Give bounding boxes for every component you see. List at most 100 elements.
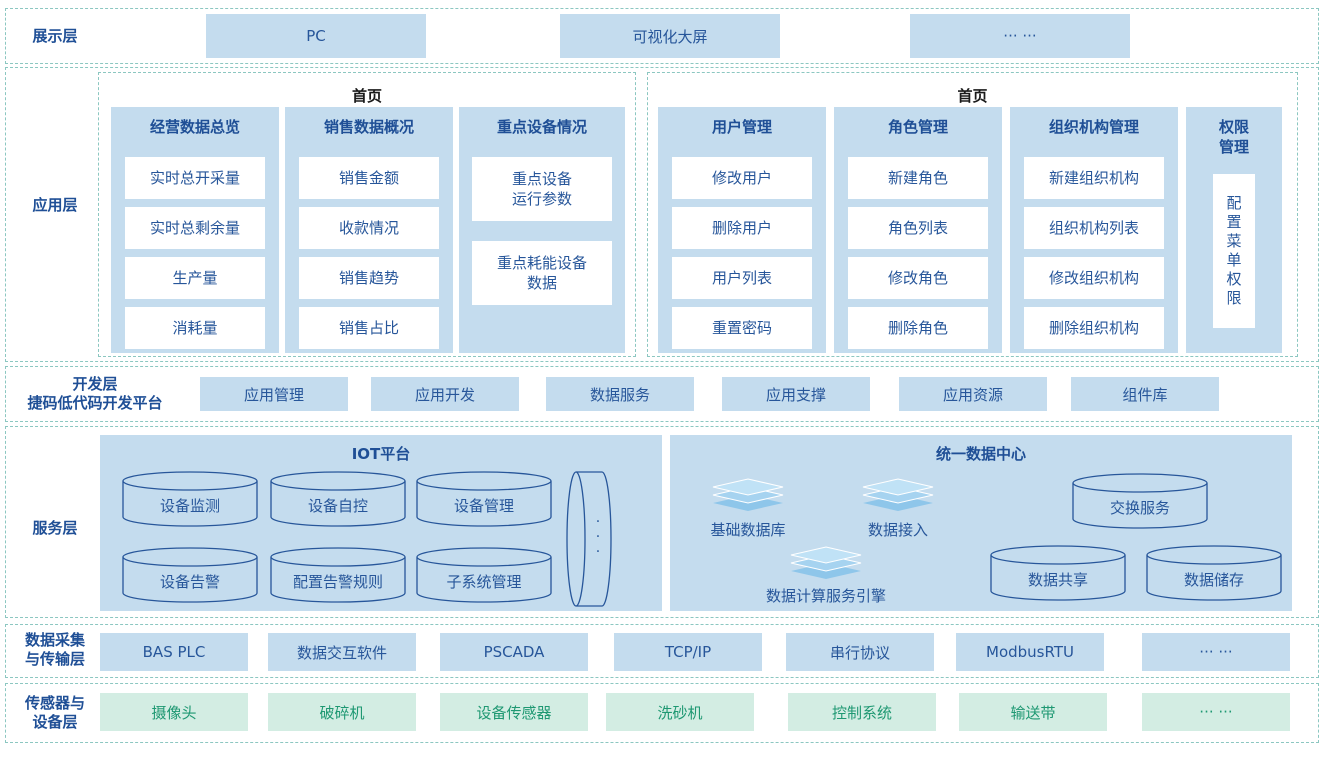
cylinder-item: 子系统管理 [416,547,552,603]
cylinder-item: 设备告警 [122,547,258,603]
presentation-more: ··· ··· [910,14,1130,58]
sensor-item: 洗砂机 [606,693,754,731]
app-column-permission: 权限 管理 配 置 菜 单 权 限 [1186,107,1282,353]
development-layer: 开发层 捷码低代码开发平台 应用管理 应用开发 数据服务 应用支撑 应用资源 组… [5,366,1319,422]
cylinder-shape [270,471,406,527]
layer-title: 服务层 [32,519,78,537]
dev-item: 应用资源 [899,377,1047,411]
cylinder-label: 数据共享 [1027,571,1088,589]
cylinder-shape [1072,473,1208,529]
cylinder-label: 配置告警规则 [292,573,383,591]
cylinder-item: 交换服务 [1072,473,1208,529]
more-dots: · · · [595,514,601,560]
column-title: 组织机构管理 [1048,118,1139,136]
column-item: 重置密码 [672,307,812,349]
stack-label: 数据计算服务引擎 [765,587,886,605]
cylinder-item: 设备监测 [122,471,258,527]
column-title: 重点设备情况 [496,118,587,136]
cylinder-shape [122,547,258,603]
layer-title: 应用层 [32,196,78,214]
cylinder-label: 设备监测 [159,497,220,515]
column-item: 配 置 菜 单 权 限 [1213,174,1255,328]
collection-item: TCP/IP [614,633,762,671]
column-title: 权限 管理 [1218,118,1249,156]
sensor-layer: 传感器与 设备层 摄像头 破碎机 设备传感器 洗砂机 控制系统 输送带 ··· … [5,683,1319,743]
presentation-pc: PC [206,14,426,58]
app-column: 重点设备情况 重点设备 运行参数 重点耗能设备 数据 [459,107,625,353]
service-layer: 服务层 IOT平台 设备监测 设备自控 设备管理 设备告警 配置告警规则 子系统… [5,426,1319,618]
column-item: 销售金额 [299,157,439,199]
section-title: 首页 [957,87,988,105]
vertical-cylinder: · · · [566,471,612,607]
collection-item: ModbusRTU [956,633,1104,671]
sensor-item: 输送带 [959,693,1107,731]
column-title: 经营数据总览 [149,118,240,136]
app-column: 经营数据总览 实时总开采量 实时总剩余量 生产量 消耗量 [111,107,279,353]
layers-icon [790,546,862,579]
column-title: 销售数据概况 [323,118,414,136]
layer-title: 开发层 捷码低代码开发平台 [27,375,163,412]
column-item: 消耗量 [125,307,265,349]
layer-title: 传感器与 设备层 [24,694,85,731]
column-item: 销售趋势 [299,257,439,299]
column-title: 角色管理 [887,118,948,136]
column-item: 实时总剩余量 [125,207,265,249]
cylinder-label: 子系统管理 [446,573,522,591]
app-column: 角色管理 新建角色 角色列表 修改角色 删除角色 [834,107,1002,353]
app-right-section: 首页 用户管理 修改用户 删除用户 用户列表 重置密码 角色管理 新建角色 角色… [647,72,1298,357]
cylinder-item: 设备管理 [416,471,552,527]
cylinder-label: 交换服务 [1109,499,1170,517]
section-title: IOT平台 [351,445,411,463]
collection-layer: 数据采集 与传输层 BAS PLC 数据交互软件 PSCADA TCP/IP 串… [5,624,1319,678]
layers-icon [862,478,934,511]
column-item: 修改组织机构 [1024,257,1164,299]
column-item: 删除组织机构 [1024,307,1164,349]
column-item: 收款情况 [299,207,439,249]
cylinder-shape [1146,545,1282,601]
iot-platform: IOT平台 设备监测 设备自控 设备管理 设备告警 配置告警规则 子系统管理 ·… [100,435,662,611]
column-item: 实时总开采量 [125,157,265,199]
app-left-section: 首页 经营数据总览 实时总开采量 实时总剩余量 生产量 消耗量 销售数据概况 销… [98,72,636,357]
cylinder-shape [990,545,1126,601]
stack-label: 数据接入 [867,521,928,539]
dev-item: 数据服务 [546,377,694,411]
section-title: 首页 [351,87,382,105]
sensor-item: ··· ··· [1142,693,1290,731]
layers-icon [712,478,784,511]
presentation-big-screen: 可视化大屏 [560,14,780,58]
sensor-item: 控制系统 [788,693,936,731]
column-item: 角色列表 [848,207,988,249]
cylinder-shape [270,547,406,603]
collection-item: 串行协议 [786,633,934,671]
cylinder-item: 数据共享 [990,545,1126,601]
layer-title: 数据采集 与传输层 [24,631,85,668]
cylinder-label: 数据储存 [1183,571,1244,589]
app-column: 组织机构管理 新建组织机构 组织机构列表 修改组织机构 删除组织机构 [1010,107,1178,353]
app-column: 销售数据概况 销售金额 收款情况 销售趋势 销售占比 [285,107,453,353]
dev-item: 应用管理 [200,377,348,411]
column-item: 新建组织机构 [1024,157,1164,199]
dev-item: 应用开发 [371,377,519,411]
collection-item: BAS PLC [100,633,248,671]
column-item: 重点设备 运行参数 [472,157,612,221]
cylinder-label: 设备自控 [307,497,368,515]
application-layer: 应用层 首页 经营数据总览 实时总开采量 实时总剩余量 生产量 消耗量 销售数据… [5,67,1319,362]
cylinder-shape [122,471,258,527]
column-item: 销售占比 [299,307,439,349]
collection-item: PSCADA [440,633,588,671]
cylinder-label: 设备告警 [159,573,220,591]
column-item: 新建角色 [848,157,988,199]
column-item: 组织机构列表 [1024,207,1164,249]
column-item: 修改用户 [672,157,812,199]
layer-title: 展示层 [32,27,78,45]
stack-label: 基础数据库 [710,521,786,539]
cylinder-shape [416,547,552,603]
column-item: 生产量 [125,257,265,299]
presentation-layer: 展示层 PC 可视化大屏 ··· ··· [5,8,1319,64]
sensor-item: 破碎机 [268,693,416,731]
column-title: 用户管理 [711,118,772,136]
dev-item: 组件库 [1071,377,1219,411]
column-item: 重点耗能设备 数据 [472,241,612,305]
cylinder-item: 数据储存 [1146,545,1282,601]
cylinder-item: 配置告警规则 [270,547,406,603]
